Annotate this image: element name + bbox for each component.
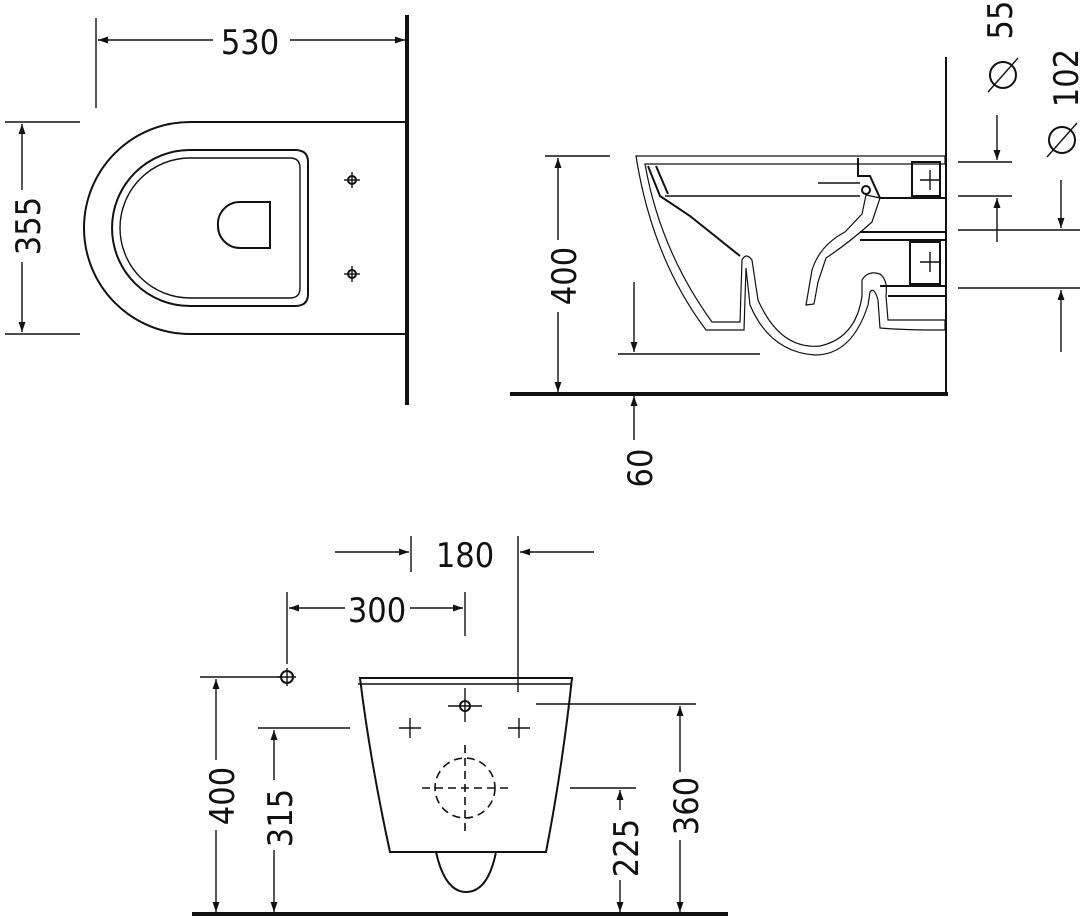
front-400-label: 400 xyxy=(203,767,243,825)
top-seat-outline xyxy=(111,149,309,307)
side-pipe-large-label: 102 xyxy=(1047,49,1087,107)
side-outlet-connector xyxy=(909,241,941,285)
side-gap-label: 60 xyxy=(621,449,661,488)
front-bowl-body xyxy=(358,677,574,853)
top-view: 530 355 xyxy=(5,15,409,405)
top-depth-label: 355 xyxy=(9,197,49,255)
front-300-label: 300 xyxy=(348,591,406,631)
top-seat-inner xyxy=(119,157,301,299)
side-outlet-bottom xyxy=(880,285,945,297)
top-fixing-hole-2 xyxy=(344,266,360,282)
front-bolt-right xyxy=(508,718,530,738)
front-315-label: 315 xyxy=(261,789,301,847)
front-225-label: 225 xyxy=(607,819,647,877)
side-pipe-small-label: 55 xyxy=(981,1,1021,40)
front-bolt-top xyxy=(448,688,482,722)
side-height-label: 400 xyxy=(545,247,585,305)
front-bolt-left xyxy=(399,718,421,738)
side-view: 400 60 55 102 xyxy=(510,1,1087,488)
side-pipe-large-callout: 102 xyxy=(1046,49,1087,158)
side-bowl-section xyxy=(635,155,946,356)
top-drain-opening xyxy=(216,200,271,249)
side-rim-inner xyxy=(647,165,741,257)
front-view: 180 300 400 315 225 360 xyxy=(192,536,728,916)
side-outlet-top xyxy=(860,231,945,241)
front-180-label: 180 xyxy=(436,536,494,576)
side-rim-detail xyxy=(655,165,669,195)
top-bowl-outline xyxy=(83,121,405,335)
side-inlet-hole xyxy=(861,185,871,195)
side-inlet-connector xyxy=(911,161,941,197)
front-bowl-bottom xyxy=(435,851,497,894)
side-inlet-channel xyxy=(857,158,945,199)
side-pipe-small-callout: 55 xyxy=(981,1,1021,93)
front-360-label: 360 xyxy=(667,777,707,835)
top-fixing-hole-1 xyxy=(344,172,360,188)
top-width-label: 530 xyxy=(221,23,279,63)
